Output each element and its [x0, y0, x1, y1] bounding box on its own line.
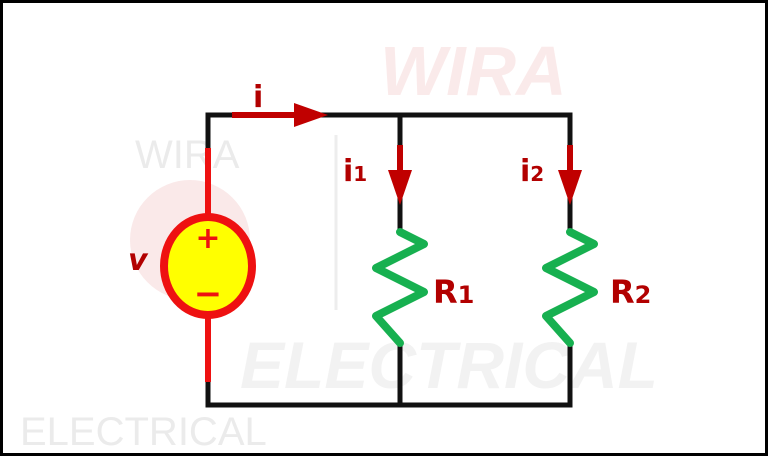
- resistor-r1: [372, 228, 428, 347]
- source-circle: [160, 213, 256, 319]
- watermark-large-wira: WIRA: [380, 32, 567, 110]
- watermark: WIRA ELECTRICAL WIRA ELECTRICAL: [20, 32, 658, 454]
- total-current-arrow: [232, 103, 328, 127]
- voltage-source: + −: [160, 148, 256, 382]
- top-wire: [205, 112, 573, 153]
- resistor-r2: [542, 228, 598, 347]
- resistor2-label: R2: [610, 273, 651, 311]
- minus-sign: −: [194, 274, 223, 314]
- total-current-label: i: [253, 80, 263, 115]
- watermark-large-electrical: ELECTRICAL: [240, 328, 658, 402]
- watermark-small-wira: WIRA: [135, 133, 240, 177]
- branch1-current-arrow: [388, 145, 412, 205]
- resistor1-label: R1: [433, 273, 474, 311]
- branch2-current-label: i2: [520, 154, 544, 189]
- branch2-current-arrow: [558, 145, 582, 205]
- wires: [205, 112, 573, 408]
- source-voltage-label: v: [128, 243, 149, 278]
- plus-sign: +: [195, 221, 220, 256]
- bottom-wire: [205, 340, 573, 408]
- branch1-current-label: i1: [343, 154, 367, 189]
- watermark-small-electrical: ELECTRICAL: [20, 410, 267, 454]
